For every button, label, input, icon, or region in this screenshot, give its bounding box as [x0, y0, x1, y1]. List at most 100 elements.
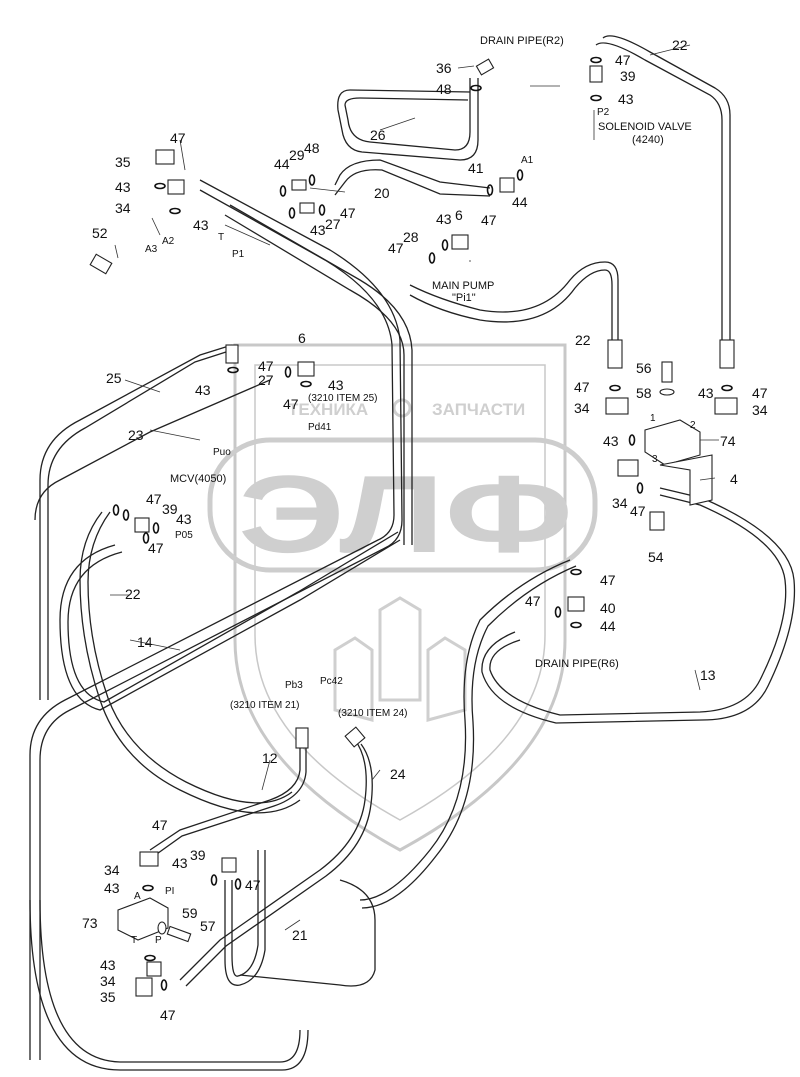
callout-43: 43	[172, 855, 188, 871]
callout-43: 43	[603, 433, 619, 449]
tee-fitting-6b	[297, 361, 315, 377]
callout-13: 13	[700, 667, 716, 683]
callout-44: 44	[600, 618, 616, 634]
callout-39: 39	[190, 847, 206, 863]
plug-54	[649, 511, 665, 531]
o-ring	[590, 94, 602, 102]
o-ring	[144, 954, 156, 962]
callout-36: 36	[436, 60, 452, 76]
o-ring	[570, 621, 582, 629]
item25-label: (3210 ITEM 25)	[308, 393, 377, 404]
solenoid-valve-label: SOLENOID VALVE	[598, 121, 692, 133]
captions: DRAIN PIPE(R2) SOLENOID VALVE (4240) MAI…	[170, 35, 692, 719]
callout-43: 43	[193, 217, 209, 233]
o-ring	[234, 878, 242, 890]
o-ring	[516, 169, 524, 181]
o-ring	[152, 522, 160, 534]
port-a-bottom: A	[134, 891, 141, 902]
callout-27: 27	[325, 216, 341, 232]
callout-47: 47	[600, 572, 616, 588]
watermark-text-right: ЗАПЧАСТИ	[432, 400, 525, 419]
callout-21: 21	[292, 927, 308, 943]
tee-fitting-39	[134, 517, 150, 533]
callout-44: 44	[512, 194, 528, 210]
callout-22: 22	[672, 37, 688, 53]
elbow-fitting-34	[139, 851, 159, 867]
callout-48: 48	[436, 81, 452, 97]
hose-lines	[29, 35, 796, 1071]
callout-54: 54	[648, 549, 664, 565]
watermark: ТЕХНИКА ЗАПЧАСТИ ЭЛФ	[207, 343, 598, 852]
callout-34: 34	[752, 402, 768, 418]
callout-47: 47	[160, 1007, 176, 1023]
o-ring	[169, 207, 181, 215]
hose-end	[607, 339, 623, 369]
callout-74: 74	[720, 433, 736, 449]
callout-47: 47	[146, 491, 162, 507]
washer-58	[659, 388, 675, 396]
o-ring	[210, 874, 218, 886]
port-2: 2	[690, 420, 696, 431]
callout-58: 58	[636, 385, 652, 401]
tee-fitting-39	[589, 65, 603, 83]
elbow-fitting-34	[617, 459, 639, 477]
callout-22: 22	[125, 586, 141, 602]
callout-34: 34	[574, 400, 590, 416]
callout-39: 39	[162, 501, 178, 517]
callout-34: 34	[100, 973, 116, 989]
callout-23: 23	[128, 427, 144, 443]
watermark-logo-frame	[207, 437, 598, 573]
callout-47: 47	[340, 205, 356, 221]
callout-43: 43	[115, 179, 131, 195]
callout-41: 41	[468, 160, 484, 176]
port-labels: A1 A2 A3 T P1 P2 Puo Pd41 P05 Pb3 Pc42 1…	[131, 107, 696, 946]
item21-label: (3210 ITEM 21)	[230, 700, 299, 711]
callout-28: 28	[403, 229, 419, 245]
callout-34: 34	[612, 495, 628, 511]
callout-59: 59	[182, 905, 198, 921]
drain-pipe-r2-label: DRAIN PIPE(R2)	[480, 35, 564, 47]
callout-25: 25	[106, 370, 122, 386]
connector-27	[299, 202, 315, 214]
callout-47: 47	[525, 593, 541, 609]
o-ring	[154, 182, 166, 190]
callout-73: 73	[82, 915, 98, 931]
callout-43: 43	[436, 211, 452, 227]
callout-4: 4	[730, 471, 738, 487]
port-1: 1	[650, 413, 656, 424]
o-ring	[590, 56, 602, 64]
callout-34: 34	[104, 862, 120, 878]
port-p-bottom: P	[155, 935, 162, 946]
callout-6: 6	[455, 207, 463, 223]
gear-icon	[392, 398, 412, 418]
elbow-fitting-35	[135, 977, 153, 997]
o-ring	[554, 606, 562, 618]
callout-47: 47	[388, 240, 404, 256]
block-74	[644, 419, 701, 466]
o-ring	[300, 380, 312, 388]
callout-47: 47	[574, 379, 590, 395]
callout-39: 39	[620, 68, 636, 84]
callout-52: 52	[92, 225, 108, 241]
callout-47: 47	[245, 877, 261, 893]
o-ring	[628, 434, 636, 446]
callout-43: 43	[104, 880, 120, 896]
main-pump-label: MAIN PUMP	[432, 280, 494, 292]
port-a1: A1	[521, 155, 534, 166]
drain-pipe-r6-label: DRAIN PIPE(R6)	[535, 658, 619, 670]
callout-47: 47	[630, 503, 646, 519]
port-p2: P2	[597, 107, 610, 118]
o-ring	[441, 239, 449, 251]
elbow-fitting-35	[155, 149, 175, 165]
callout-43: 43	[698, 385, 714, 401]
callout-47: 47	[615, 52, 631, 68]
tee-fitting-40	[567, 596, 585, 612]
hose-end	[719, 339, 735, 369]
watermark-logo: ЭЛФ	[238, 453, 573, 576]
elbow-fitting-34	[714, 397, 738, 415]
o-ring	[308, 174, 316, 186]
bracket-4	[659, 454, 713, 506]
o-ring	[112, 504, 120, 516]
callout-43: 43	[100, 957, 116, 973]
